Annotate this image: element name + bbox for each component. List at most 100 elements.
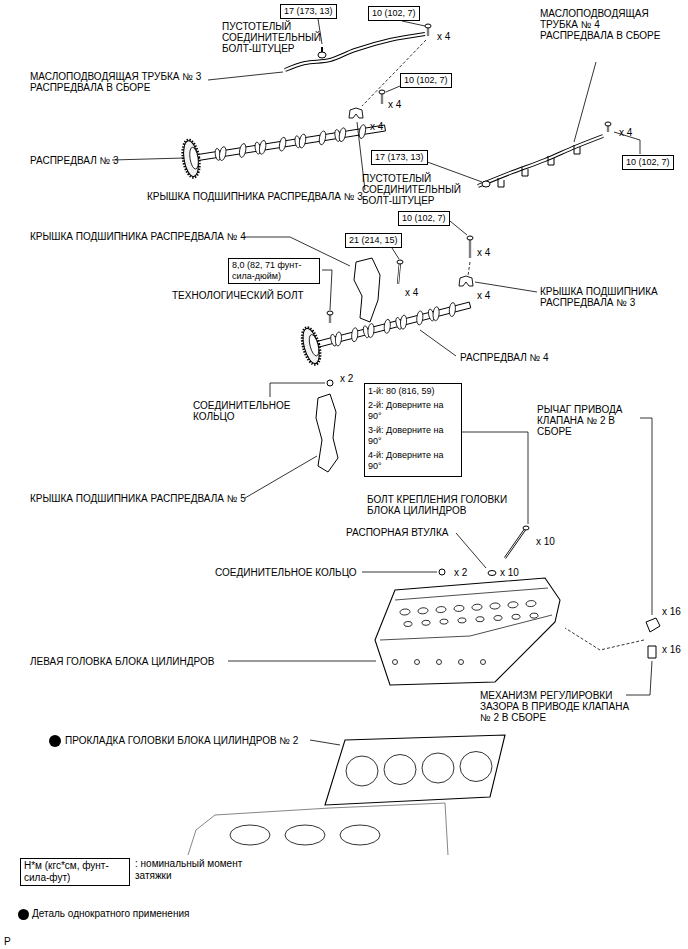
box-text: 1-й: 80 (816, 59) (368, 386, 458, 397)
part-label: МЕХАНИЗМ РЕГУЛИРОВКИ ЗАЗОРА В ПРИВОДЕ КЛ… (480, 690, 640, 723)
quantity-label: x 4 (477, 247, 490, 258)
bolt-head (397, 260, 403, 264)
engine-block-bore (230, 825, 270, 845)
valve-rocker (494, 615, 502, 621)
camshaft (195, 125, 386, 161)
valve-rocker (440, 619, 448, 625)
leader-line (626, 661, 652, 695)
assembly-line (468, 262, 470, 276)
valve-rocker (508, 601, 518, 608)
valve-rocker (400, 609, 410, 616)
bolt-head (467, 236, 473, 240)
part-label: ЛЕВАЯ ГОЛОВКА БЛОКА ЦИЛИНДРОВ (30, 656, 214, 667)
bolt (398, 262, 400, 284)
part-label: КРЫШКА ПОДШИПНИКА РАСПРЕДВАЛА № 3 (540, 286, 665, 308)
quantity-label: x 4 (619, 127, 632, 138)
camshaft (314, 302, 471, 348)
part-label: КРЫШКА ПОДШИПНИКА РАСПРЕДВАЛА № 3 (147, 191, 363, 202)
valve-rocker (512, 614, 520, 620)
bolt-head (523, 526, 529, 530)
leader-line (402, 21, 425, 26)
valve-rocker (418, 607, 428, 614)
single-use-mark (49, 735, 61, 747)
valve-rocker (530, 613, 538, 619)
leader-line (456, 533, 486, 568)
part-label: БОЛТ КРЕПЛЕНИЯ ГОЛОВКИ БЛОКА ЦИЛИНДРОВ (367, 494, 517, 516)
gasket-bore (346, 756, 378, 786)
part-label: КРЫШКА ПОДШИПНИКА РАСПРЕДВАЛА № 5 (30, 493, 246, 504)
bearing-cap-4 (354, 258, 380, 322)
gear-teeth (180, 139, 202, 179)
assembly-line (565, 628, 644, 650)
box-text: 17 (173, 13) (284, 6, 333, 17)
quantity-label: x 2 (454, 567, 467, 578)
leader-line (208, 72, 283, 80)
page-code: P (4, 936, 11, 947)
spacer (488, 571, 496, 576)
tube-bracket (574, 145, 580, 154)
bolt-hole (481, 660, 486, 665)
leader-line (640, 418, 652, 615)
lash-adjuster (648, 646, 656, 658)
quantity-label: x 2 (340, 373, 353, 384)
box-text: 10 (102, 7) (404, 75, 448, 86)
head-gasket (325, 735, 505, 805)
torque-box: 8,0 (82, 71 фунт-сила-дюйм) (228, 258, 320, 284)
valve-rocker (454, 605, 464, 612)
quantity-label: x 4 (477, 290, 490, 301)
leader-line (112, 158, 184, 160)
hollow-bolt (318, 52, 326, 58)
valve-rocker (404, 621, 412, 627)
legend-text: Деталь однократного применения (32, 908, 282, 920)
valve-rocker (458, 618, 466, 624)
leader-line (270, 383, 325, 397)
cam-lobe (384, 319, 391, 334)
cam-lobe (416, 311, 423, 326)
cam-lobe (278, 137, 287, 152)
cam-lobe (218, 146, 227, 161)
torque-box: 17 (173, 13) (280, 4, 337, 19)
oil-tube (478, 136, 603, 186)
quantity-label: x 10 (500, 567, 519, 578)
part-label: СОЕДИНИТЕЛЬНОЕ КОЛЬЦО (215, 567, 357, 578)
box-text: 17 (173, 13) (375, 152, 424, 163)
cam-lobe (335, 332, 342, 347)
bolt (505, 528, 526, 558)
bolt (505, 528, 526, 558)
valve-rocker (490, 603, 500, 610)
box-text: 21 (214, 15) (349, 235, 398, 246)
cam-lobe (358, 124, 367, 139)
leader-line (392, 248, 399, 259)
cam-lobe (367, 323, 374, 338)
tube-bracket (498, 178, 504, 187)
hollow-bolt (321, 47, 323, 52)
connecting-ring (439, 569, 445, 575)
legend-text: : номинальный момент затяжки (135, 858, 265, 882)
cam-lobe (258, 140, 267, 155)
leader-line (450, 221, 467, 235)
bolt-hole (415, 660, 420, 665)
quantity-label: x 4 (388, 99, 401, 110)
box-text: 10 (102, 7) (372, 8, 416, 19)
connecting-ring (327, 380, 333, 386)
cam-lobe (432, 306, 439, 321)
bolt-head (605, 122, 611, 126)
leader-line (386, 86, 400, 92)
leader-line (245, 456, 317, 498)
leader-line (456, 432, 528, 524)
bolt (398, 262, 400, 284)
gasket-bore (460, 752, 492, 782)
oil-tube (478, 136, 603, 186)
cam-lobe (400, 315, 407, 330)
engine-block-bore (340, 825, 380, 845)
bolt-hole (437, 660, 442, 665)
box-text: 10 (102, 7) (402, 213, 446, 224)
part-label: МАСЛОПОДВОДЯЩАЯ ТРУБКА № 3 РАСПРЕДВАЛА В… (30, 71, 205, 93)
box-text: 3-й: Доверните на 90° (368, 425, 458, 447)
part-label: ПРОКЛАДКА ГОЛОВКИ БЛОКА ЦИЛИНДРОВ № 2 (65, 735, 298, 746)
gasket-bore (384, 755, 416, 785)
cam-lobe (351, 327, 358, 342)
box-text: 8,0 (82, 71 фунт-сила-дюйм) (232, 260, 316, 282)
